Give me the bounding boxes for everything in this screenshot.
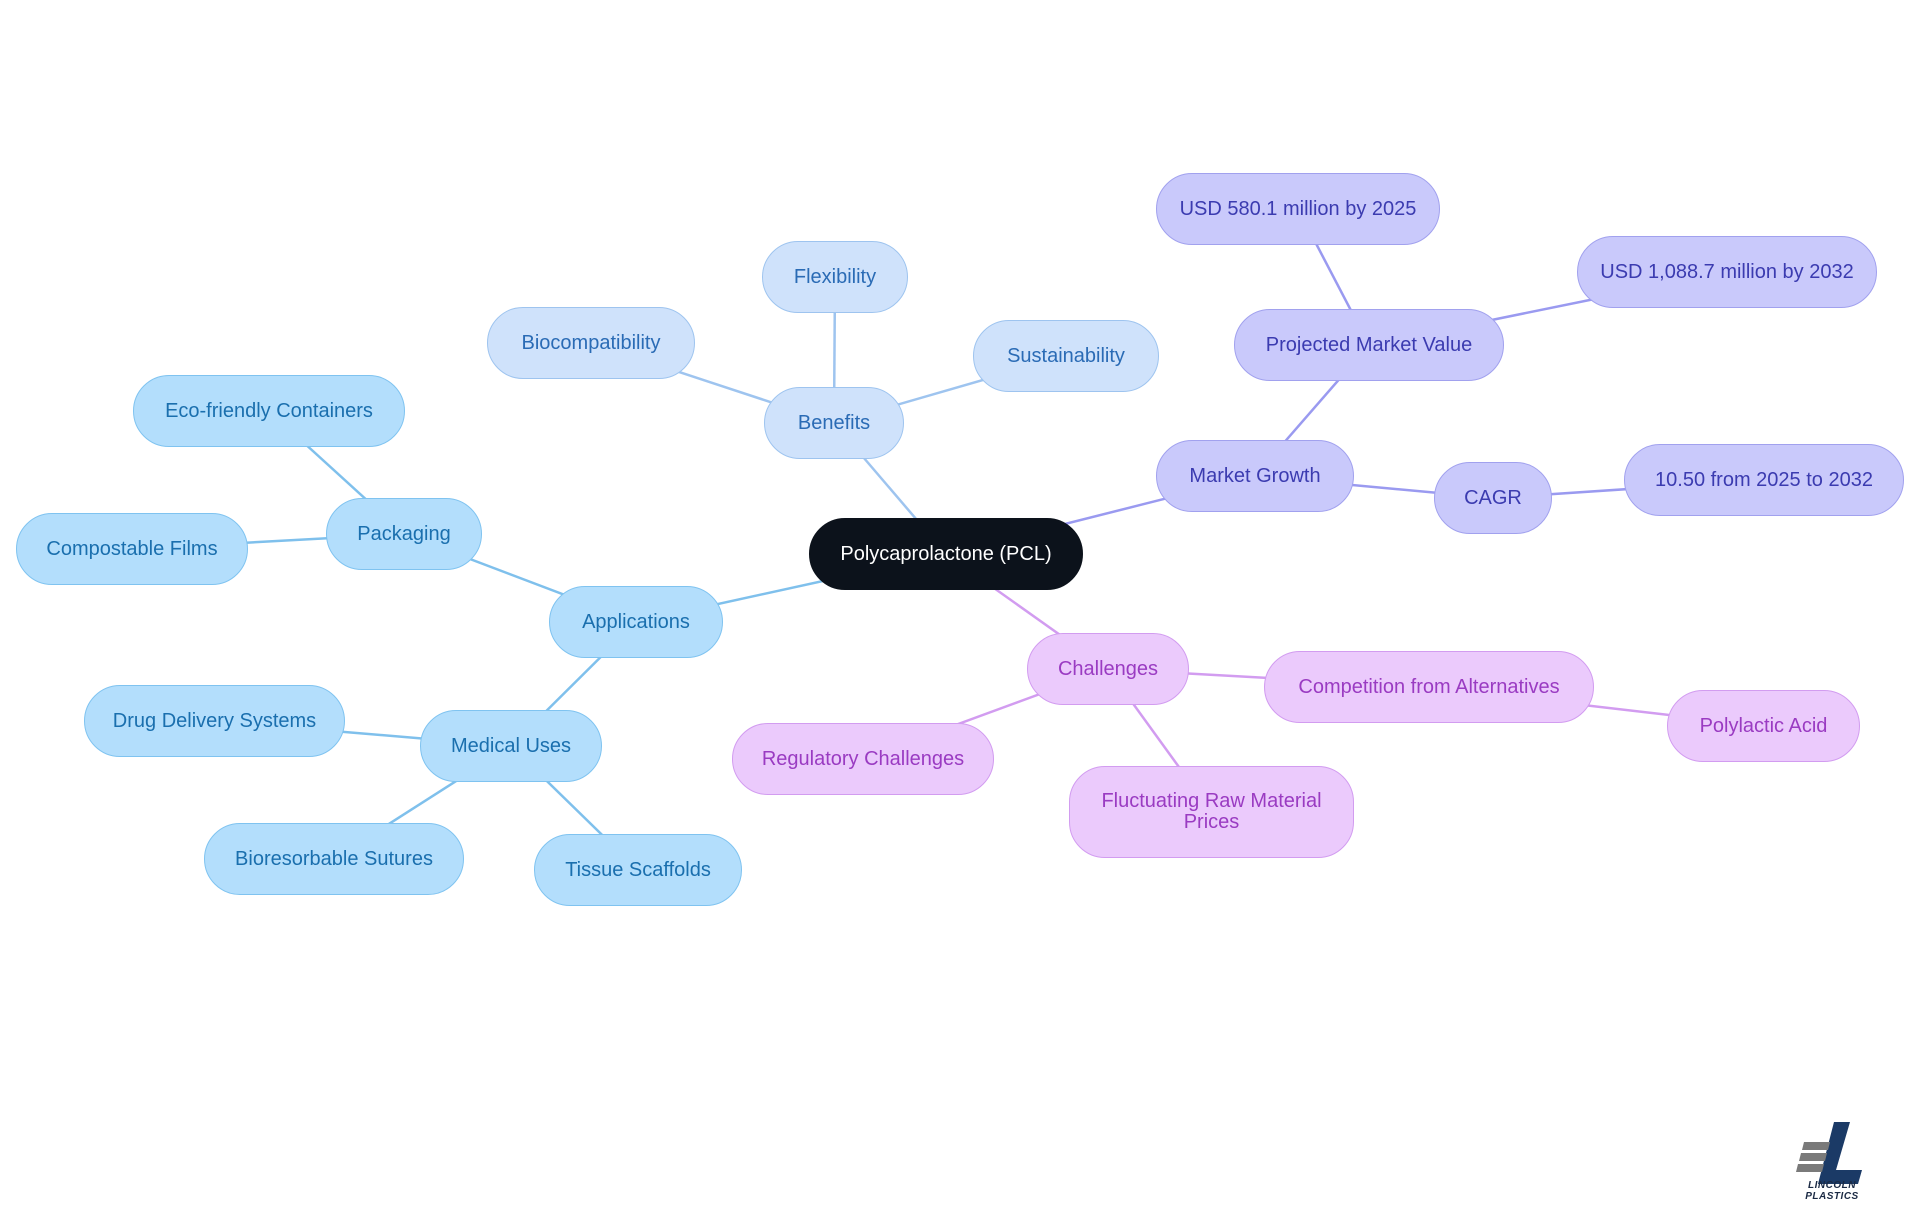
cagr-value-node: 10.50 from 2025 to 2032 [1624, 444, 1904, 516]
polylactic-acid-node: Polylactic Acid [1667, 690, 1860, 762]
bioresorbable-sutures-node: Bioresorbable Sutures [204, 823, 464, 895]
usd-2032-node: USD 1,088.7 million by 2032 [1577, 236, 1877, 308]
market-growth-node: Market Growth [1156, 440, 1354, 512]
tissue-scaffolds-node: Tissue Scaffolds [534, 834, 742, 906]
flexibility-node: Flexibility [762, 241, 908, 313]
usd-2025-node: USD 580.1 million by 2025 [1156, 173, 1440, 245]
sustainability-node: Sustainability [973, 320, 1159, 392]
compostable-films-node: Compostable Films [16, 513, 248, 585]
eco-friendly-containers-node: Eco-friendly Containers [133, 375, 405, 447]
medical-uses-node: Medical Uses [420, 710, 602, 782]
packaging-node: Packaging [326, 498, 482, 570]
projected-market-value-node: Projected Market Value [1234, 309, 1504, 381]
challenges-node: Challenges [1027, 633, 1189, 705]
applications-node: Applications [549, 586, 723, 658]
root-node: Polycaprolactone (PCL) [809, 518, 1083, 590]
biocompatibility-node: Biocompatibility [487, 307, 695, 379]
raw-material-prices-node: Fluctuating Raw Material Prices [1069, 766, 1354, 858]
competition-node: Competition from Alternatives [1264, 651, 1594, 723]
regulatory-challenges-node: Regulatory Challenges [732, 723, 994, 795]
lincoln-plastics-logo [1796, 1122, 1862, 1184]
cagr-node: CAGR [1434, 462, 1552, 534]
drug-delivery-systems-node: Drug Delivery Systems [84, 685, 345, 757]
logo-wordmark: LINCOLN PLASTICS [1805, 1180, 1859, 1202]
benefits-node: Benefits [764, 387, 904, 459]
